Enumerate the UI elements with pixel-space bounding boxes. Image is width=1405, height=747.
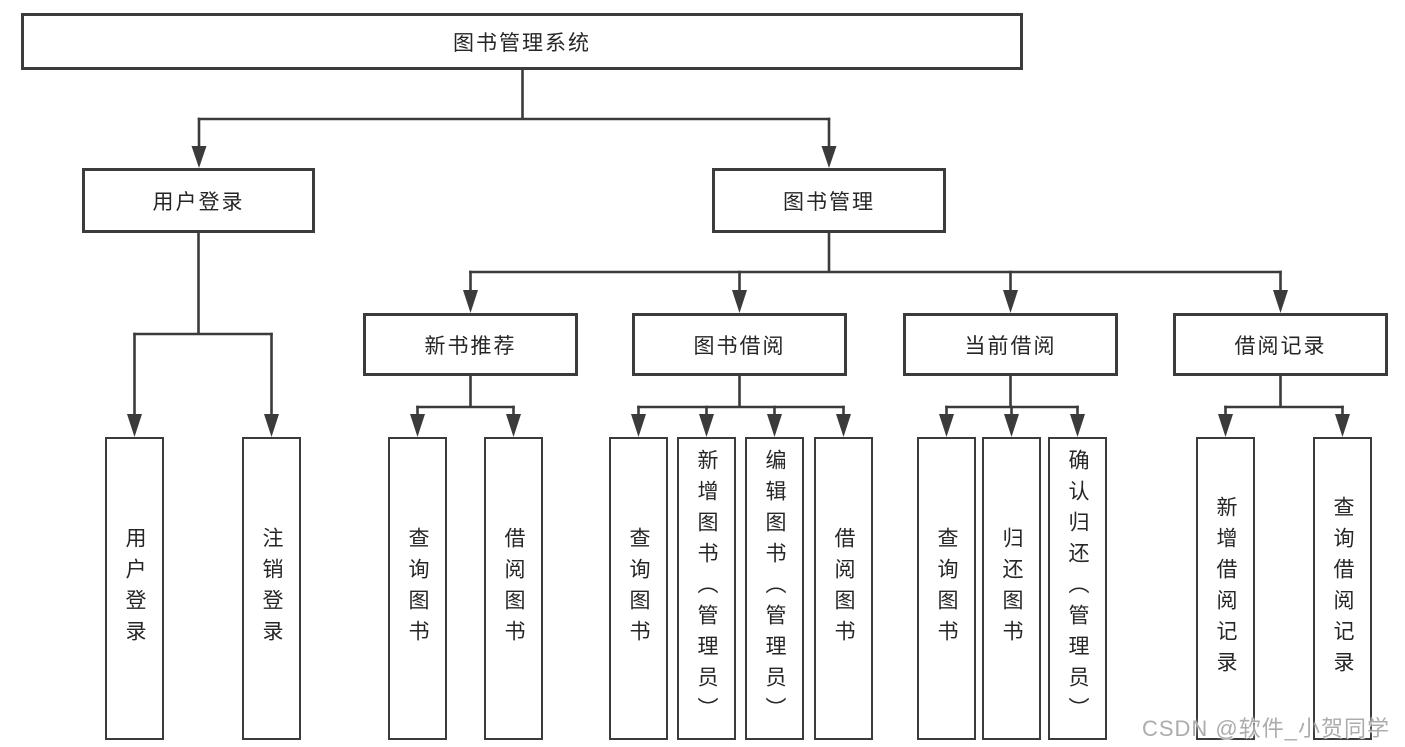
node-label: 查询图书 bbox=[627, 526, 650, 651]
node-label: 查询借阅记录 bbox=[1331, 495, 1354, 682]
connector-current-borrow-branch bbox=[939, 376, 1085, 437]
leaf-borrow-add-books-admin: 新增图书（管理员） bbox=[677, 437, 736, 740]
csdn-watermark: CSDN @软件_小贺同学 bbox=[1141, 716, 1390, 741]
leaf-current-confirm-return-admin: 确认归还（管理员） bbox=[1048, 437, 1107, 740]
node-library-management-system: 图书管理系统 bbox=[21, 13, 1023, 70]
leaf-records-add-record: 新增借阅记录 bbox=[1196, 437, 1255, 740]
leaf-borrow-edit-books-admin: 编辑图书（管理员） bbox=[745, 437, 804, 740]
connector-new-book-branch bbox=[410, 376, 521, 437]
node-book-management: 图书管理 bbox=[712, 168, 946, 233]
node-label: 新书推荐 bbox=[424, 334, 517, 358]
node-label: 借阅图书 bbox=[502, 526, 525, 651]
node-label: 借阅图书 bbox=[832, 526, 855, 651]
node-label: 当前借阅 bbox=[964, 334, 1057, 358]
node-label: 借阅记录 bbox=[1234, 334, 1327, 358]
node-label: 确认归还（管理员） bbox=[1066, 449, 1089, 728]
node-label: 查询图书 bbox=[935, 526, 958, 651]
node-user-login: 用户登录 bbox=[82, 168, 315, 233]
node-label: 归还图书 bbox=[1000, 526, 1023, 651]
node-current-borrow: 当前借阅 bbox=[903, 313, 1118, 376]
leaf-user-login: 用户登录 bbox=[105, 437, 164, 740]
leaf-borrow-query-books: 查询图书 bbox=[609, 437, 668, 740]
connector-book-management-branch bbox=[463, 233, 1288, 313]
node-label: 编辑图书（管理员） bbox=[763, 449, 786, 728]
node-borrow-records: 借阅记录 bbox=[1173, 313, 1388, 376]
connector-borrow-records-branch bbox=[1218, 376, 1350, 437]
node-label: 查询图书 bbox=[406, 526, 429, 651]
leaf-recommend-borrow-books: 借阅图书 bbox=[484, 437, 543, 740]
node-new-book-recommend: 新书推荐 bbox=[363, 313, 578, 376]
node-label: 图书管理 bbox=[783, 190, 875, 214]
leaf-current-return-books: 归还图书 bbox=[982, 437, 1041, 740]
node-label: 注销登录 bbox=[260, 526, 283, 651]
connector-root-branch bbox=[191, 70, 837, 168]
connector-book-borrow-branch bbox=[631, 376, 851, 437]
node-label: 新增图书（管理员） bbox=[695, 449, 718, 728]
leaf-recommend-query-books: 查询图书 bbox=[388, 437, 447, 740]
node-label: 图书管理系统 bbox=[453, 31, 591, 55]
node-label: 图书借阅 bbox=[693, 334, 786, 358]
leaf-current-query-books: 查询图书 bbox=[917, 437, 976, 740]
leaf-borrow-borrow-books: 借阅图书 bbox=[814, 437, 873, 740]
node-label: 新增借阅记录 bbox=[1214, 495, 1237, 682]
node-book-borrow: 图书借阅 bbox=[632, 313, 847, 376]
leaf-records-query-record: 查询借阅记录 bbox=[1313, 437, 1372, 740]
node-label: 用户登录 bbox=[123, 526, 146, 651]
leaf-logout: 注销登录 bbox=[242, 437, 301, 740]
node-label: 用户登录 bbox=[152, 190, 245, 214]
connector-user-login-branch bbox=[127, 233, 279, 437]
